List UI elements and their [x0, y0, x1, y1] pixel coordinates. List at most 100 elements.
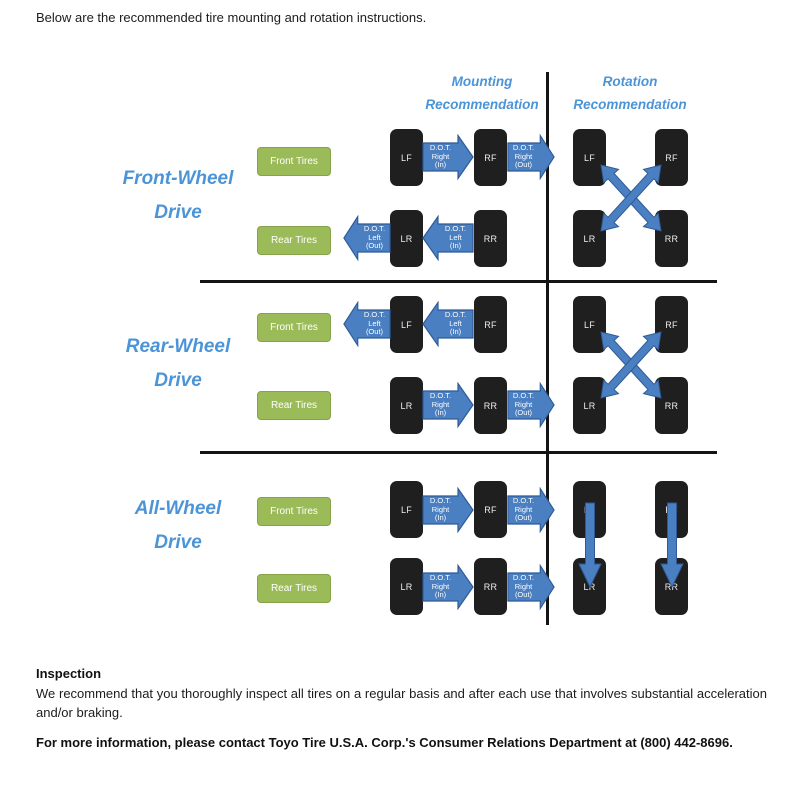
- tire-lr: LR: [390, 377, 423, 434]
- arrow-label: D.O.T. Right (In): [429, 573, 452, 600]
- arrow-label: D.O.T. Left (In): [444, 310, 467, 337]
- intro-text: Below are the recommended tire mounting …: [36, 10, 427, 25]
- tire-rf: RF: [474, 296, 507, 353]
- arrow-label: D.O.T. Right (Out): [512, 143, 535, 170]
- rotation-tire-lf: LF: [573, 296, 606, 353]
- dot-left-in-arrow: D.O.T. Left (In): [422, 215, 474, 261]
- tire-label: RR: [664, 400, 679, 411]
- drive-label-rear-wheel: Rear-Wheel Drive: [125, 336, 231, 391]
- tire-label: RR: [483, 233, 498, 244]
- tire-label: LF: [400, 152, 413, 163]
- rear-tires-badge: Rear Tires: [257, 574, 331, 603]
- front-tires-badge: Front Tires: [257, 497, 331, 526]
- front-tires-label: Front Tires: [270, 506, 318, 517]
- front-tires-label: Front Tires: [270, 156, 318, 167]
- tire-label: LF: [583, 152, 596, 163]
- rear-tires-badge: Rear Tires: [257, 391, 331, 420]
- rotation-tire-rr: RR: [655, 377, 688, 434]
- dot-right-in-arrow: D.O.T. Right (In): [422, 134, 474, 180]
- tire-lr: LR: [390, 210, 423, 267]
- drive-label-all-wheel: All-Wheel Drive: [134, 498, 222, 553]
- tire-label: LR: [400, 581, 413, 592]
- vertical-divider-line: [546, 72, 549, 625]
- right-arrow-icon: [507, 487, 555, 533]
- tire-rf: RF: [474, 129, 507, 186]
- front-tires-badge: Front Tires: [257, 147, 331, 176]
- right-arrow-icon: [422, 564, 474, 610]
- left-arrow-icon: [422, 301, 474, 347]
- tire-label: RF: [484, 319, 497, 330]
- tire-label: LR: [583, 233, 596, 244]
- dot-right-in-arrow: D.O.T. Right (In): [422, 487, 474, 533]
- right-arrow-icon: [422, 134, 474, 180]
- rotation-tire-rf: RF: [655, 296, 688, 353]
- arrow-label: D.O.T. Right (In): [429, 143, 452, 170]
- tire-label: LF: [400, 504, 413, 515]
- rear-tires-badge: Rear Tires: [257, 226, 331, 255]
- rear-tires-label: Rear Tires: [270, 400, 318, 411]
- drive-label-front-wheel: Front-Wheel Drive: [122, 168, 234, 223]
- right-arrow-icon: [507, 134, 555, 180]
- dot-left-in-arrow: D.O.T. Left (In): [422, 301, 474, 347]
- arrow-label: D.O.T. Left (In): [444, 224, 467, 251]
- tire-rf: RF: [474, 481, 507, 538]
- front-to-back-rotation-arrow-icon: [660, 502, 684, 588]
- rotation-tire-rr: RR: [655, 210, 688, 267]
- arrow-label: D.O.T. Right (Out): [512, 391, 535, 418]
- dot-right-out-arrow: D.O.T. Right (Out): [507, 564, 555, 610]
- arrow-label: D.O.T. Right (In): [429, 496, 452, 523]
- tire-rr: RR: [474, 558, 507, 615]
- right-arrow-icon: [507, 382, 555, 428]
- right-arrow-icon: [507, 564, 555, 610]
- front-to-back-rotation-arrow-icon: [578, 502, 602, 588]
- horizontal-divider-line-1: [200, 280, 717, 283]
- tire-label: LR: [400, 400, 413, 411]
- dot-right-out-arrow: D.O.T. Right (Out): [507, 487, 555, 533]
- tire-label: LR: [400, 233, 413, 244]
- right-arrow-icon: [422, 382, 474, 428]
- front-tires-badge: Front Tires: [257, 313, 331, 342]
- tire-lf: LF: [390, 296, 423, 353]
- front-tires-label: Front Tires: [270, 322, 318, 333]
- inspection-heading: Inspection: [36, 666, 102, 681]
- rotation-tire-lr: LR: [573, 377, 606, 434]
- tire-label: RR: [664, 233, 679, 244]
- rear-tires-label: Rear Tires: [270, 235, 318, 246]
- left-arrow-icon: [422, 215, 474, 261]
- arrow-label: D.O.T. Left (Out): [363, 310, 386, 337]
- rear-tires-label: Rear Tires: [270, 583, 318, 594]
- rotation-tire-lf: LF: [573, 129, 606, 186]
- tire-label: LF: [400, 319, 413, 330]
- dot-right-out-arrow: D.O.T. Right (Out): [507, 382, 555, 428]
- arrow-label: D.O.T. Left (Out): [363, 224, 386, 251]
- tire-label: RR: [483, 581, 498, 592]
- tire-label: LF: [583, 319, 596, 330]
- left-arrow-icon: [343, 301, 391, 347]
- tire-label: RF: [665, 319, 678, 330]
- left-arrow-icon: [343, 215, 391, 261]
- tire-label: RR: [483, 400, 498, 411]
- tire-lf: LF: [390, 129, 423, 186]
- tire-label: RF: [665, 152, 678, 163]
- horizontal-divider-line-2: [200, 451, 717, 454]
- arrow-label: D.O.T. Right (Out): [512, 573, 535, 600]
- right-arrow-icon: [422, 487, 474, 533]
- dot-left-out-arrow: D.O.T. Left (Out): [343, 301, 391, 347]
- dot-right-in-arrow: D.O.T. Right (In): [422, 564, 474, 610]
- tire-label: RF: [484, 152, 497, 163]
- tire-lr: LR: [390, 558, 423, 615]
- rotation-tire-rf: RF: [655, 129, 688, 186]
- dot-right-out-arrow: D.O.T. Right (Out): [507, 134, 555, 180]
- rotation-column-header: Rotation Recommendation: [573, 74, 687, 112]
- rotation-tire-lr: LR: [573, 210, 606, 267]
- tire-rr: RR: [474, 210, 507, 267]
- mounting-column-header: Mounting Recommendation: [425, 74, 539, 112]
- dot-right-in-arrow: D.O.T. Right (In): [422, 382, 474, 428]
- tire-label: LR: [583, 400, 596, 411]
- inspection-body: We recommend that you thoroughly inspect…: [36, 686, 767, 720]
- cross-rotation-arrows-icon: [600, 164, 662, 232]
- dot-left-out-arrow: D.O.T. Left (Out): [343, 215, 391, 261]
- contact-text: For more information, please contact Toy…: [36, 735, 733, 750]
- tire-lf: LF: [390, 481, 423, 538]
